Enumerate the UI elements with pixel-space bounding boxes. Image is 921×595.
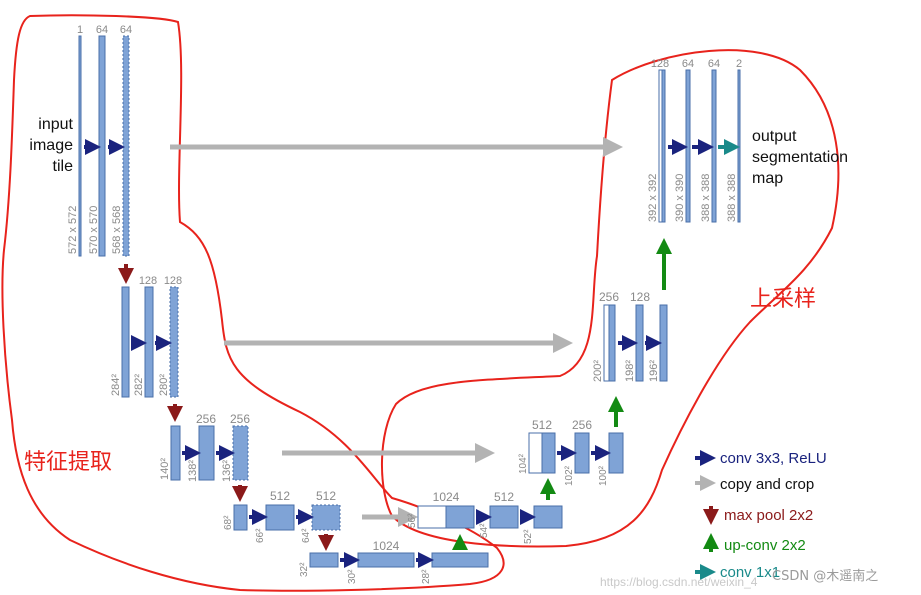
size-label: 196² (648, 360, 660, 382)
size-label: 102² (564, 465, 575, 486)
size-label: 390 x 390 (674, 174, 686, 222)
size-label: 140² (159, 458, 171, 480)
feature-map-bottleneck-a (309, 552, 339, 568)
feature-map-enc2c (169, 286, 179, 398)
size-label: 138² (187, 460, 199, 482)
legend: conv 3x3, ReLU copy and crop max pool 2x… (695, 450, 827, 581)
size-label: 392 x 392 (647, 174, 659, 222)
feature-map-dec1-up (661, 69, 666, 223)
feature-map-dec2c (659, 304, 668, 382)
legend-conv1x1-label: conv 1x1 (720, 564, 780, 581)
channel-label: 128 (164, 275, 182, 287)
output-label: output (752, 128, 797, 145)
channel-label: 1024 (433, 490, 460, 504)
feature-map-enc4b (265, 504, 295, 531)
channel-label: 256 (599, 290, 619, 304)
feature-map-enc2a (121, 286, 130, 398)
channel-label: 128 (630, 290, 650, 304)
feature-map-bottleneck-b (357, 552, 415, 568)
feature-map-dec3-copy (528, 432, 543, 474)
size-label: 100² (598, 465, 609, 486)
input-label: input (38, 116, 73, 133)
feature-extraction-outline (1, 14, 505, 592)
size-label: 104² (518, 453, 529, 474)
channel-label: 512 (270, 489, 290, 503)
feature-extraction-label: 特征提取 (24, 450, 112, 475)
channel-label: 128 (139, 275, 157, 287)
feature-map-enc1b (122, 35, 130, 257)
upsampling-label: 上采样 (750, 287, 816, 312)
feature-map-dec2-up (608, 304, 616, 382)
size-label: 388 x 388 (726, 174, 738, 222)
size-label: 66² (255, 528, 266, 543)
feature-map-dec3c (608, 432, 624, 474)
legend-upconv-label: up-conv 2x2 (724, 537, 806, 554)
feature-map-dec4b (489, 505, 519, 529)
channel-label: 512 (316, 489, 336, 503)
size-label: 570 x 570 (88, 206, 100, 254)
feature-map-dec3b (574, 432, 590, 474)
size-label: 572 x 572 (67, 206, 79, 254)
channel-label: 512 (532, 418, 552, 432)
feature-map-bottleneck-c (431, 552, 489, 568)
feature-map-enc4c (311, 504, 341, 531)
size-label: 52² (523, 529, 534, 544)
output-label: segmentation (752, 149, 848, 166)
size-label: 30² (347, 569, 358, 584)
watermark-url: https://blog.csdn.net/weixin_4 (600, 575, 758, 589)
size-label: 280² (158, 374, 170, 396)
watermark-csdn: CSDN @木遥南之 (772, 568, 878, 584)
channel-label: 64 (120, 24, 132, 36)
legend-copy-label: copy and crop (720, 476, 814, 493)
feature-map-dec2b (635, 304, 644, 382)
feature-map-dec1b (685, 69, 691, 223)
channel-label: 512 (494, 490, 514, 504)
channel-label: 64 (682, 58, 694, 70)
size-label: 68² (223, 515, 234, 530)
channel-label: 128 (651, 58, 669, 70)
size-label: 388 x 388 (700, 174, 712, 222)
size-label: 136² (221, 460, 233, 482)
channel-label: 256 (572, 418, 592, 432)
feature-map-output (737, 69, 741, 223)
feature-map-input (78, 35, 82, 257)
size-label: 282² (133, 374, 145, 396)
size-label: 28² (421, 569, 432, 584)
channel-label: 2 (736, 58, 742, 70)
feature-map-dec3-up (541, 432, 556, 474)
channel-label: 256 (196, 412, 216, 426)
feature-map-enc3c (232, 425, 249, 481)
feature-map-enc3b (198, 425, 215, 481)
output-label: map (752, 170, 783, 187)
legend-conv-label: conv 3x3, ReLU (720, 450, 827, 467)
size-label: 54² (479, 523, 490, 538)
upsampling-outline (380, 49, 840, 548)
size-label: 568 x 568 (111, 206, 123, 254)
feature-map-dec4-copy (417, 505, 447, 529)
size-label: 32² (299, 562, 310, 577)
channel-label: 64 (708, 58, 720, 70)
feature-map-dec2-copy (603, 304, 610, 382)
size-label: 64² (301, 528, 312, 543)
feature-map-enc2b (144, 286, 154, 398)
feature-map-dec4-up (445, 505, 475, 529)
input-label: image (29, 137, 73, 154)
size-label: 56² (407, 513, 418, 528)
input-label: tile (53, 158, 74, 175)
channel-label: 1024 (373, 539, 400, 553)
legend-pool-label: max pool 2x2 (724, 507, 813, 524)
channel-label: 64 (96, 24, 108, 36)
feature-map-enc4a (233, 504, 248, 531)
feature-map-enc3a (170, 425, 181, 481)
size-label: 198² (624, 360, 636, 382)
channel-label: 1 (77, 24, 83, 36)
feature-map-dec4c (533, 505, 563, 529)
size-label: 284² (110, 374, 122, 396)
feature-map-dec1c (711, 69, 717, 223)
channel-label: 256 (230, 412, 250, 426)
size-label: 200² (592, 360, 604, 382)
